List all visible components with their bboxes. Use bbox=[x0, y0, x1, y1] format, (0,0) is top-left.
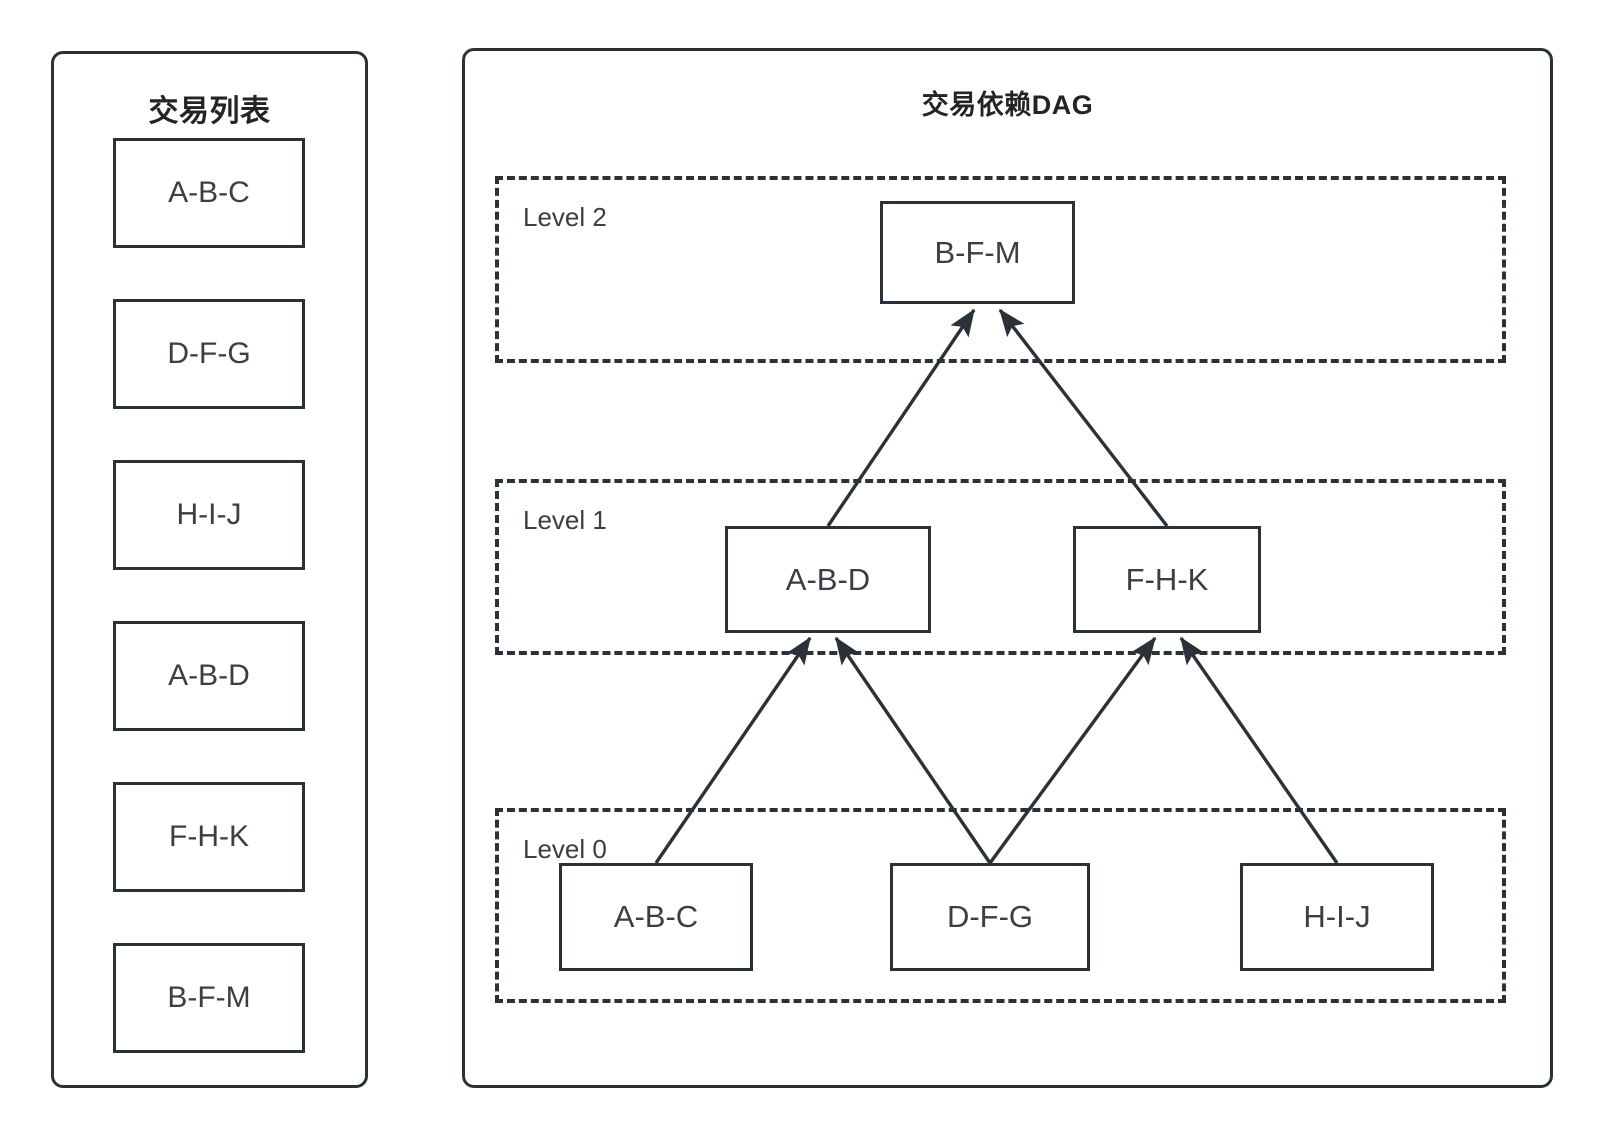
tx-list-item[interactable]: H-I-J bbox=[113, 460, 305, 570]
dag-panel: 交易依赖DAG Level 2 B-F-M bbox=[462, 48, 1553, 1088]
dag-node-hij[interactable]: H-I-J bbox=[1240, 863, 1434, 971]
dag-level-label-level-0: Level 0 bbox=[523, 834, 607, 864]
tx-list-item[interactable]: F-H-K bbox=[113, 782, 305, 892]
dag-node-dfg[interactable]: D-F-G bbox=[890, 863, 1090, 971]
dag-title: 交易依赖DAG bbox=[921, 90, 1094, 120]
tx-list-item[interactable]: D-F-G bbox=[113, 299, 305, 409]
transaction-list-title: 交易列表 bbox=[148, 95, 271, 128]
transaction-list-panel: 交易列表 A-B-C D-F-G H-I-J A-B-D F-H-K B-F-M bbox=[51, 51, 368, 1088]
dag-node-abc[interactable]: A-B-C bbox=[559, 863, 753, 971]
tx-list-item[interactable]: A-B-C bbox=[113, 138, 305, 248]
tx-list-item[interactable]: A-B-D bbox=[113, 621, 305, 731]
dag-level-container-level-1: Level 1 bbox=[495, 479, 1506, 655]
dag-node-bfm[interactable]: B-F-M bbox=[880, 201, 1075, 304]
dag-node-fhk[interactable]: F-H-K bbox=[1073, 526, 1261, 633]
dag-level-label-level-1: Level 1 bbox=[523, 505, 607, 535]
dag-node-abd[interactable]: A-B-D bbox=[725, 526, 931, 633]
dag-level-label-level-2: Level 2 bbox=[523, 202, 607, 232]
tx-list-item[interactable]: B-F-M bbox=[113, 943, 305, 1053]
